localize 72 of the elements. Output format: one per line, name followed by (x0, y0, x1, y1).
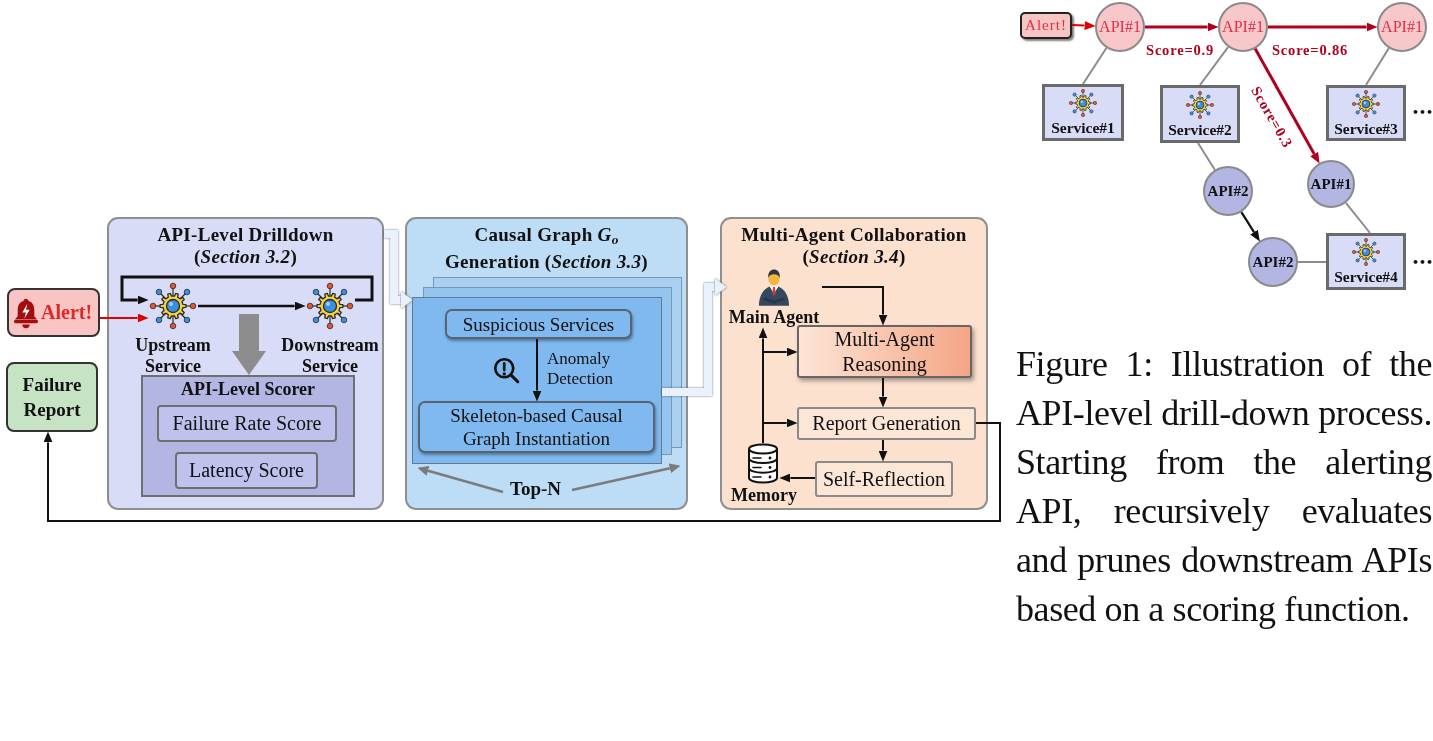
arrow (762, 418, 796, 444)
process-box: Skeleton-based Causal Graph Instantiation (418, 401, 655, 453)
alert-box: Alert! (1020, 12, 1072, 39)
process-box: Latency Score (175, 452, 318, 489)
arrow (781, 473, 816, 483)
process-box: Self-Reflection (815, 461, 953, 497)
api-node: API#2 (1203, 166, 1253, 216)
arrow (1253, 48, 1319, 162)
gear-icon (148, 281, 198, 331)
panel-heading: Multi-Agent Collaboration (Section 3.4) (740, 224, 968, 268)
arrow (662, 281, 727, 396)
api-node: API#1 (1377, 2, 1427, 52)
arrow (232, 314, 266, 375)
connector-line (1344, 201, 1371, 234)
service-box (1042, 84, 1124, 141)
process-box: Suspicious Services (445, 309, 632, 339)
arrow (821, 286, 888, 324)
edge-label: Score=0.86 (1271, 41, 1349, 59)
api-node: API#1 (1218, 2, 1268, 52)
api-node: API#1 (1095, 2, 1145, 52)
ellipsis-text: ••• (1412, 256, 1433, 270)
panel-heading: Causal Graph G$_{o}$ Generation (Section 3.3) (444, 224, 649, 274)
process-box: Multi-Agent Reasoning (797, 325, 972, 378)
arrow (878, 377, 888, 406)
arrow (120, 275, 374, 305)
report-box: Failure Report (6, 362, 98, 432)
section-panel (405, 217, 688, 510)
service-box (1160, 85, 1240, 143)
connector-line (1197, 142, 1216, 171)
arrow (1145, 22, 1217, 32)
alert-label: Alert! (41, 301, 93, 324)
card (412, 297, 662, 464)
icon-caption: Memory (730, 485, 798, 506)
panel-heading: API-Level Drilldown (Section 3.2) (156, 224, 335, 268)
icon-caption: Downstream Service (280, 335, 380, 377)
agent-label: Main Agent (728, 306, 820, 328)
figure-caption: Figure 1: Illustration of the API-level drill-down process. Starting from the alerting API, recursively evaluates and prunes downstream APIs based on a scoring function. (1016, 343, 1432, 631)
connector-line (1365, 47, 1390, 86)
arrow (1240, 211, 1259, 240)
arrow (198, 301, 304, 311)
arrow (100, 313, 147, 323)
arrow (878, 439, 888, 460)
edge-label: Score=0.9 (1145, 41, 1215, 59)
service-label: Service#2 (1168, 120, 1232, 139)
scorer-panel (141, 375, 355, 497)
arrow (384, 230, 413, 306)
service-box (1326, 85, 1406, 141)
arrow (1071, 21, 1094, 30)
api-node: API#2 (1248, 237, 1298, 287)
connector-line (1082, 47, 1108, 85)
database-icon (746, 443, 780, 484)
connector-line (1297, 261, 1327, 263)
alert-box (7, 288, 100, 337)
service-label: Service#3 (1334, 119, 1398, 138)
icon-caption: Upstream Service (134, 335, 212, 377)
process-box: Report Generation (797, 407, 976, 440)
connector-line (1199, 46, 1230, 86)
gear-icon (305, 281, 355, 331)
section-panel (107, 217, 384, 510)
arrow (1268, 22, 1376, 32)
process-box: Failure Rate Score (157, 405, 337, 442)
section-panel (720, 217, 988, 510)
arrow (43, 422, 1001, 522)
arrow (532, 338, 542, 400)
ellipsis-text: ••• (1412, 106, 1433, 120)
service-label: Service#4 (1334, 268, 1398, 286)
api-node: API#1 (1307, 160, 1355, 208)
annotation-text: Top-N (510, 478, 562, 500)
service-label: Service#1 (1051, 119, 1115, 137)
scorer-heading: API-Level Scorer (179, 379, 317, 399)
edge-label: Anomaly Detection (547, 349, 615, 389)
service-box (1326, 233, 1406, 290)
